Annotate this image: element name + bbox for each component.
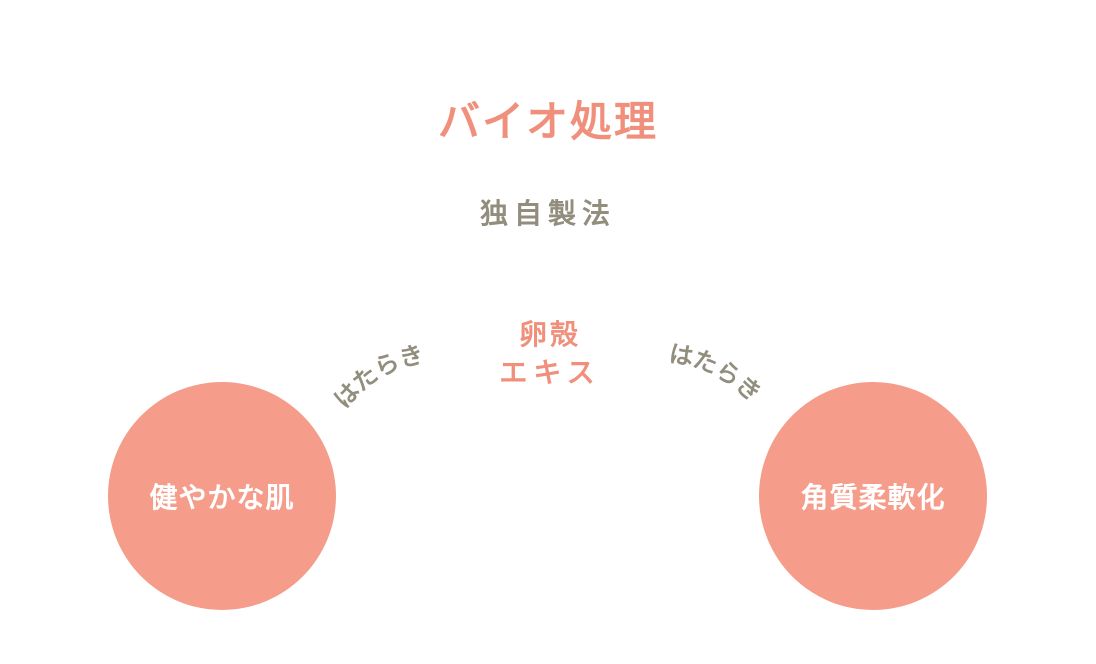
diagram-subtitle: 独自製法 xyxy=(479,197,616,230)
center-label-line2: エキス xyxy=(499,356,601,389)
center-label-line1: 卵殻 xyxy=(518,318,581,351)
right-hataraki-label: はたらき xyxy=(667,340,767,408)
circle-keratin-softening-label: 角質柔軟化 xyxy=(800,481,946,514)
left-hataraki-label: はたらき xyxy=(329,340,426,413)
circle-healthy-skin-label: 健やかな肌 xyxy=(149,481,295,514)
diagram-title: バイオ処理 xyxy=(437,97,658,146)
right-hataraki-text: はたらき xyxy=(667,340,767,408)
circle-keratin-softening: 角質柔軟化 xyxy=(759,382,987,610)
left-hataraki-text: はたらき xyxy=(329,340,426,413)
circle-healthy-skin: 健やかな肌 xyxy=(108,382,336,610)
